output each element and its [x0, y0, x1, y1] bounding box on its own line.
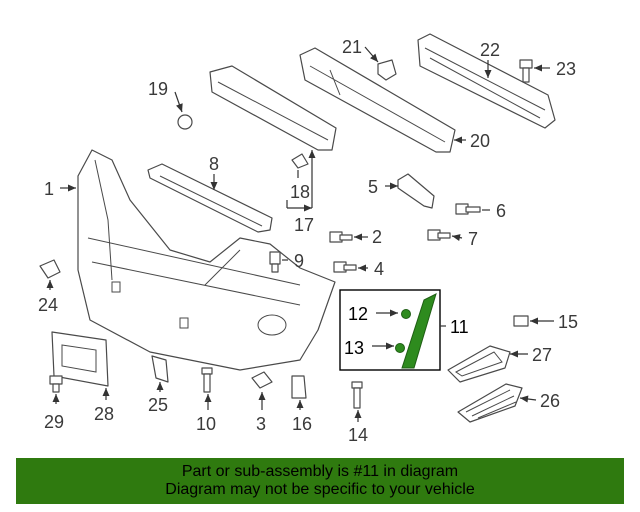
- banner-line-2: Diagram may not be specific to your vehi…: [165, 481, 475, 498]
- leader-arrowhead: [296, 400, 304, 408]
- leader-arrowhead: [370, 53, 378, 62]
- leader-arrowhead: [210, 182, 218, 190]
- part-12-screw: [401, 309, 411, 319]
- callout-25: 25: [148, 395, 168, 415]
- callout-22: 22: [480, 40, 500, 60]
- leader-arrowhead: [176, 103, 183, 112]
- callout-16: 16: [292, 414, 312, 434]
- callout-20: 20: [470, 131, 490, 151]
- part-11-box: [339, 289, 441, 371]
- callout-3: 3: [256, 414, 266, 434]
- callout-13: 13: [344, 338, 364, 358]
- part-22-reinforcement: [417, 33, 556, 129]
- leader-arrowhead: [454, 136, 462, 144]
- part-26-grille: [457, 383, 523, 423]
- leader-arrowhead: [52, 394, 60, 402]
- callout-8: 8: [209, 154, 219, 174]
- leader-arrowhead: [358, 264, 366, 272]
- callout-11: 11: [450, 317, 469, 337]
- callout-10: 10: [196, 414, 216, 434]
- leader-arrowhead: [308, 150, 316, 158]
- part-13-screw: [395, 343, 405, 353]
- leader-arrowhead: [102, 388, 110, 396]
- part-28-license-bracket: [51, 331, 109, 387]
- banner-line-1: Part or sub-assembly is #11 in diagram: [181, 463, 459, 480]
- part-8-bracket: [147, 163, 273, 233]
- parts-diagram: 1 2 3 4 5 6 7 8 9 10 11 12 13 14 15 16 1…: [38, 33, 578, 445]
- info-banner: Part or sub-assembly is #11 in diagram D…: [16, 458, 624, 504]
- leader-arrowhead: [484, 70, 492, 78]
- leader-lines: [46, 46, 554, 422]
- part-5-bracket: [397, 173, 435, 209]
- leader-arrowhead: [354, 410, 362, 418]
- callout-5: 5: [368, 177, 378, 197]
- leader-arrowhead: [534, 64, 542, 72]
- callout-18: 18: [290, 182, 310, 202]
- callout-4: 4: [374, 259, 384, 279]
- leader-arrowhead: [386, 342, 394, 350]
- callout-12: 12: [348, 304, 368, 324]
- callout-7: 7: [468, 229, 478, 249]
- leader-arrowhead: [304, 204, 312, 212]
- part-11-molding: [401, 293, 437, 369]
- callout-9: 9: [294, 251, 304, 271]
- callout-24: 24: [38, 295, 58, 315]
- callout-23: 23: [556, 59, 576, 79]
- part-20-absorber: [299, 47, 456, 153]
- callout-19: 19: [148, 79, 168, 99]
- callout-26: 26: [540, 391, 560, 411]
- callout-15: 15: [558, 312, 578, 332]
- leader-arrowhead: [520, 395, 529, 403]
- leader-arrowhead: [510, 350, 518, 358]
- callout-17: 17: [294, 215, 314, 235]
- leader-arrowhead: [68, 184, 76, 192]
- leader-arrowhead: [204, 394, 212, 402]
- part-17-bracket: [209, 65, 337, 151]
- callout-28: 28: [94, 404, 114, 424]
- leader-arrowhead: [156, 382, 164, 390]
- leader-arrowhead: [390, 182, 398, 190]
- leader-arrowhead: [354, 233, 362, 241]
- callout-27: 27: [532, 345, 552, 365]
- leader-arrowhead: [390, 309, 398, 317]
- callout-labels: 1 2 3 4 5 6 7 8 9 10 11 12 13 14 15 16 1…: [38, 37, 578, 445]
- callout-6: 6: [496, 201, 506, 221]
- callout-2: 2: [372, 227, 382, 247]
- callout-21: 21: [342, 37, 362, 57]
- callout-14: 14: [348, 425, 368, 445]
- small-hardware: [39, 59, 533, 409]
- leader-arrowhead: [46, 280, 54, 288]
- leader-arrowhead: [258, 392, 266, 400]
- callout-29: 29: [44, 412, 64, 432]
- leader-arrowhead: [452, 234, 461, 242]
- leader-arrowhead: [530, 317, 538, 325]
- part-1-bumper-cover: [77, 149, 336, 371]
- part-27-bezel: [447, 345, 511, 383]
- callout-1: 1: [44, 179, 54, 199]
